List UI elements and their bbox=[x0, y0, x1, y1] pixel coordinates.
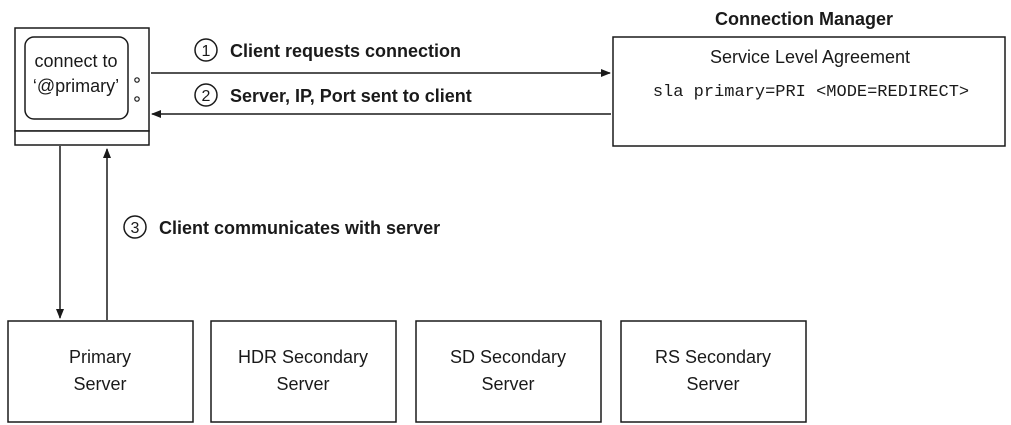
step-text: Client requests connection bbox=[230, 41, 461, 61]
server-name-line2: Server bbox=[276, 374, 329, 394]
hdr-secondary-server-box: HDR Secondary Server bbox=[210, 320, 397, 423]
server-name-line2: Server bbox=[481, 374, 534, 394]
client-computer-icon: connect to ‘@primary’ bbox=[14, 27, 150, 146]
client-screen-line1: connect to bbox=[34, 51, 117, 71]
sd-secondary-server-box: SD Secondary Server bbox=[415, 320, 602, 423]
server-name-line1: HDR Secondary bbox=[238, 347, 368, 367]
step-text: Client communicates with server bbox=[159, 218, 440, 238]
server-name-line1: Primary bbox=[69, 347, 131, 367]
server-name-line1: RS Secondary bbox=[655, 347, 771, 367]
step-number-circle bbox=[194, 83, 218, 107]
step-number: 1 bbox=[202, 43, 211, 60]
server-name-line2: Server bbox=[73, 374, 126, 394]
step-number: 3 bbox=[131, 220, 140, 237]
connection-manager-box bbox=[612, 36, 1006, 147]
monitor-screen bbox=[24, 36, 129, 120]
step-2-label: 2 Server, IP, Port sent to client bbox=[194, 83, 472, 107]
server-name-line2: Server bbox=[686, 374, 739, 394]
rs-secondary-server-box: RS Secondary Server bbox=[620, 320, 807, 423]
step-3-label: 3 Client communicates with server bbox=[123, 215, 440, 239]
primary-server-box: Primary Server bbox=[7, 320, 194, 423]
monitor-base bbox=[14, 130, 150, 146]
connection-manager-title: Connection Manager bbox=[715, 9, 893, 29]
step-text: Server, IP, Port sent to client bbox=[230, 86, 472, 106]
monitor-button-icon bbox=[134, 96, 140, 102]
step-1-label: 1 Client requests connection bbox=[194, 38, 461, 62]
step-number-circle bbox=[123, 215, 147, 239]
sla-box-title: Service Level Agreement bbox=[710, 47, 910, 67]
step-number: 2 bbox=[202, 88, 211, 105]
server-name-line1: SD Secondary bbox=[450, 347, 566, 367]
monitor-button-icon bbox=[134, 77, 140, 83]
client-screen-line2: ‘@primary’ bbox=[33, 76, 119, 96]
sla-definition: sla primary=PRI <MODE=REDIRECT> bbox=[653, 83, 969, 102]
step-number-circle bbox=[194, 38, 218, 62]
